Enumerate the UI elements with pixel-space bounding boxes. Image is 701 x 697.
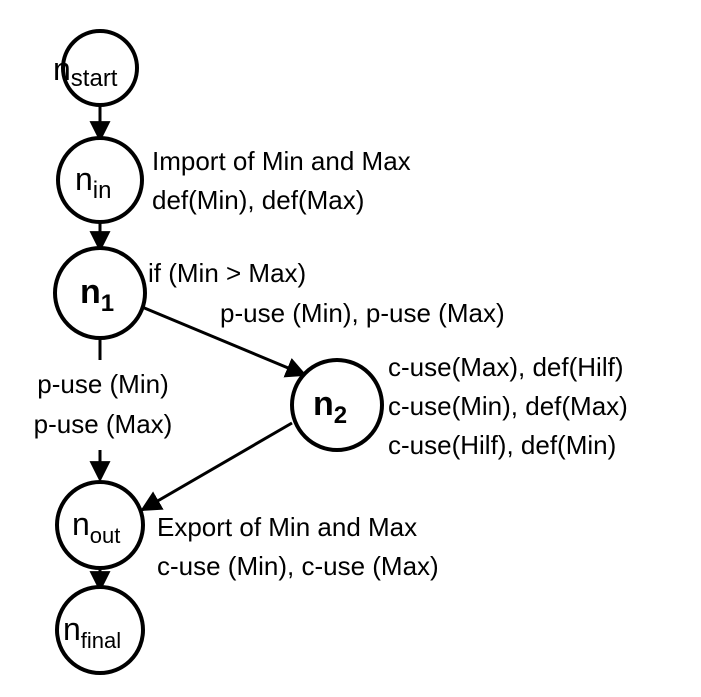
n1-condition: if (Min > Max) — [148, 258, 307, 288]
svg-text:nstart: nstart — [53, 51, 118, 92]
n2-label-line1: c-use(Max), def(Hilf) — [388, 352, 624, 382]
out-label-line1: Export of Min and Max — [157, 512, 418, 542]
n2-label-line2: c-use(Min), def(Max) — [388, 391, 628, 421]
n2-label-line3: c-use(Hilf), def(Min) — [388, 430, 617, 460]
node-in: nin — [56, 136, 144, 224]
edge-n1-out-label-line2: p-use (Max) — [33, 409, 173, 439]
node-final: nfinal — [55, 585, 145, 675]
node-n1: n1 — [53, 246, 147, 340]
svg-text:n1: n1 — [80, 273, 114, 317]
node-out: nout — [55, 480, 145, 570]
node-start: nstart — [53, 29, 139, 107]
edge-n1-out-label-line1: p-use (Min) — [37, 369, 169, 399]
svg-text:nout: nout — [72, 506, 120, 548]
out-label-line2: c-use (Min), c-use (Max) — [157, 551, 439, 581]
svg-text:nfinal: nfinal — [63, 611, 121, 653]
edge-n2-out — [140, 421, 293, 512]
in-label-line2: def(Min), def(Max) — [152, 185, 365, 215]
svg-text:nin: nin — [75, 161, 111, 204]
edge-n1-n2-label: p-use (Min), p-use (Max) — [220, 298, 505, 328]
svg-text:n2: n2 — [313, 385, 347, 429]
edge-n1-n2 — [141, 305, 307, 378]
in-label-line1: Import of Min and Max — [152, 146, 411, 176]
node-n2: n2 — [290, 358, 384, 452]
